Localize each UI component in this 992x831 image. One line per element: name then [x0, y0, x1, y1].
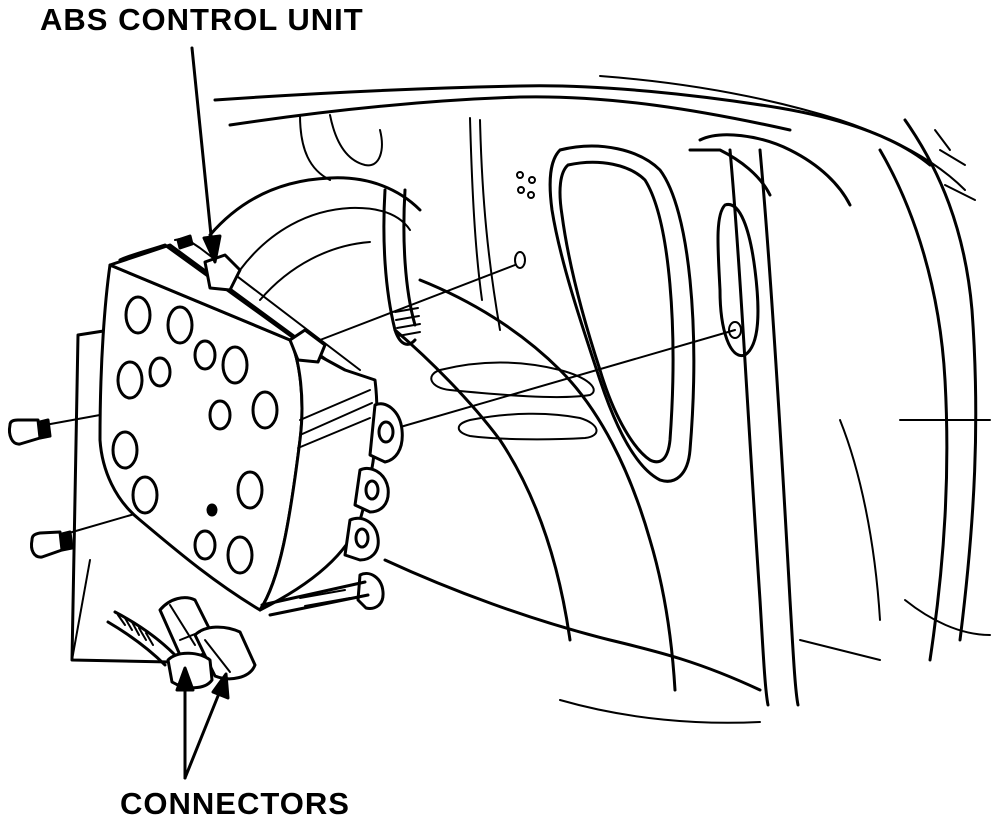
connector-arrowhead-right: [211, 672, 230, 700]
bolt-lower: [30, 530, 74, 559]
leader-arrows: [175, 46, 230, 780]
abs-arrowhead: [202, 234, 222, 264]
abs-leader-line: [190, 46, 214, 247]
connectors: [106, 596, 257, 690]
alignment-lines: [44, 264, 736, 536]
abs-control-unit: [98, 234, 404, 617]
vehicle-body: [70, 75, 991, 724]
abs-control-unit-label: ABS CONTROL UNIT: [40, 2, 364, 37]
connector-arrowhead-left: [175, 666, 195, 692]
connectors-label: CONNECTORS: [120, 786, 350, 821]
mounting-bolts: [8, 418, 74, 559]
bolt-upper: [8, 418, 52, 446]
connector-leader-right: [183, 684, 224, 780]
